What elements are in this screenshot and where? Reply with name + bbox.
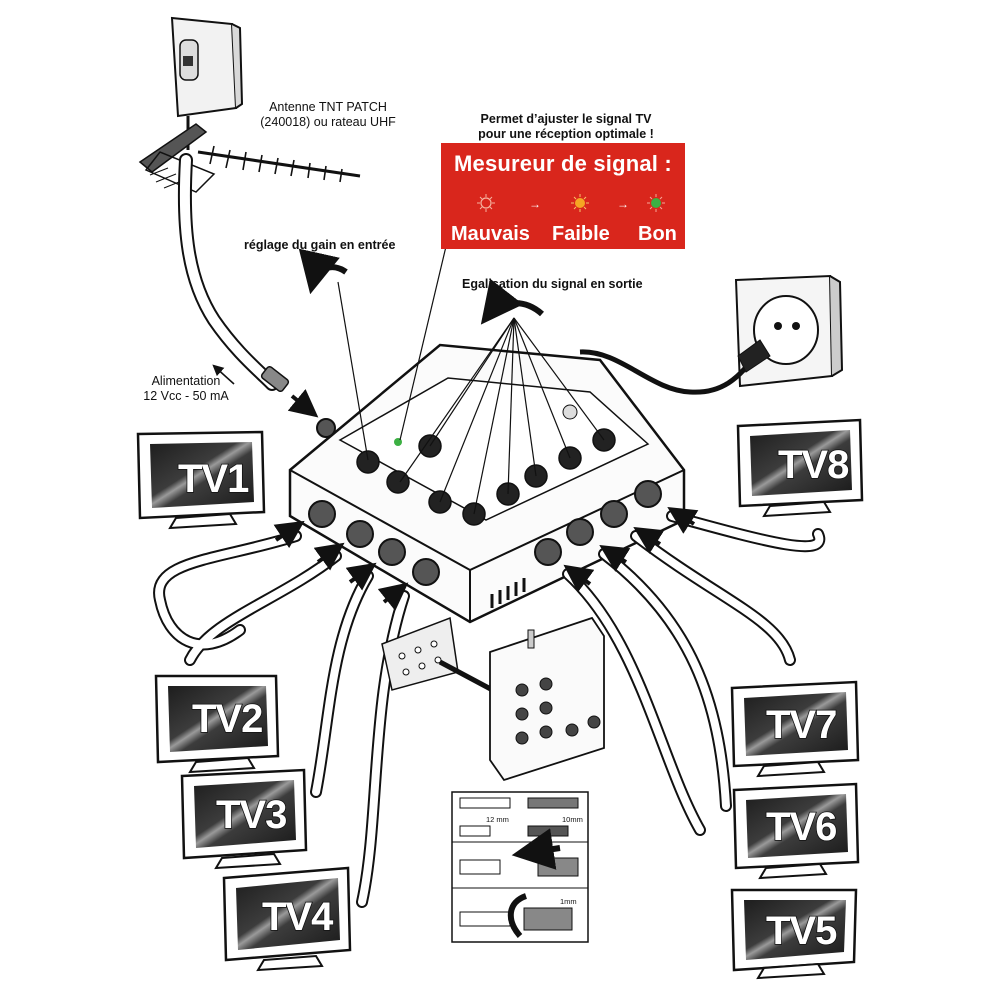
cable-prep-panel — [451, 791, 589, 943]
patch-antenna — [170, 16, 244, 150]
equalization-lines — [337, 237, 605, 515]
measure-1mm: 1mm — [560, 897, 577, 906]
tv8-label: TV8 — [778, 443, 849, 487]
tv2-label: TV2 — [192, 697, 262, 741]
tv6-label: TV6 — [766, 805, 836, 849]
tv2: TV2 — [154, 674, 280, 774]
tv4: TV4 — [222, 866, 352, 972]
meter-arrow-2: → — [617, 197, 629, 211]
output-connectors — [308, 480, 662, 586]
tv3-label: TV3 — [216, 793, 286, 837]
tv5: TV5 — [730, 888, 858, 980]
adjust-label: Permet d’ajuster le signal TV pour une r… — [466, 112, 666, 142]
signal-meter-title: Mesureur de signal : — [454, 151, 672, 176]
tv1-label: TV1 — [178, 457, 249, 501]
meter-arrow-1: → — [529, 197, 541, 211]
tv-cables — [153, 510, 826, 908]
antenna-label: Antenne TNT PATCH (240018) ou rateau UHF — [252, 100, 404, 130]
f-connector-input — [260, 365, 290, 393]
tv7-label: TV7 — [766, 703, 836, 747]
led-good-icon — [647, 194, 665, 212]
equalization-label: Egalisation du signal en sortie — [462, 277, 643, 291]
wall-socket — [734, 274, 844, 388]
tv6: TV6 — [732, 782, 860, 880]
state-good-label: Bon — [638, 223, 677, 245]
tv7: TV7 — [730, 680, 860, 778]
tv8: TV8 — [736, 418, 864, 518]
measure-10mm: 10mm — [562, 815, 583, 824]
power-label-line2: 12 Vcc - 50 mA — [143, 389, 229, 403]
tv1: TV1 — [136, 430, 266, 530]
power-cord — [579, 346, 763, 395]
tv5-label: TV5 — [766, 909, 837, 953]
measure-12mm: 12 mm — [486, 815, 509, 824]
wall-mount-illustration — [381, 616, 605, 782]
tv4-label: TV4 — [262, 895, 334, 939]
led-bad-icon — [477, 194, 495, 212]
gain-rotate-arrow — [298, 248, 348, 295]
adjust-label-line1: Permet d’ajuster le signal TV — [480, 112, 652, 126]
led-weak-icon — [571, 194, 589, 212]
state-bad-label: Mauvais — [451, 223, 530, 245]
antenna-label-line1: Antenne TNT PATCH — [269, 100, 387, 114]
uhf-rake-antenna — [138, 123, 361, 193]
equalization-rotate-arrow — [480, 278, 544, 325]
power-arrow — [212, 364, 235, 385]
gain-label: réglage du gain en entrée — [244, 238, 396, 252]
adjust-label-line2: pour une réception optimale ! — [478, 127, 654, 141]
state-weak-label: Faible — [552, 223, 610, 245]
signal-meter-panel: Mesureur de signal : → → Mauvais Faible … — [441, 143, 685, 249]
input-arrow — [287, 388, 319, 418]
power-label: Alimentation 12 Vcc - 50 mA — [130, 374, 242, 404]
output-arrows — [273, 506, 699, 611]
power-label-line1: Alimentation — [151, 374, 221, 388]
power-plug — [737, 339, 771, 373]
tv3: TV3 — [180, 768, 308, 870]
antenna-label-line2: (240018) ou rateau UHF — [260, 115, 396, 129]
